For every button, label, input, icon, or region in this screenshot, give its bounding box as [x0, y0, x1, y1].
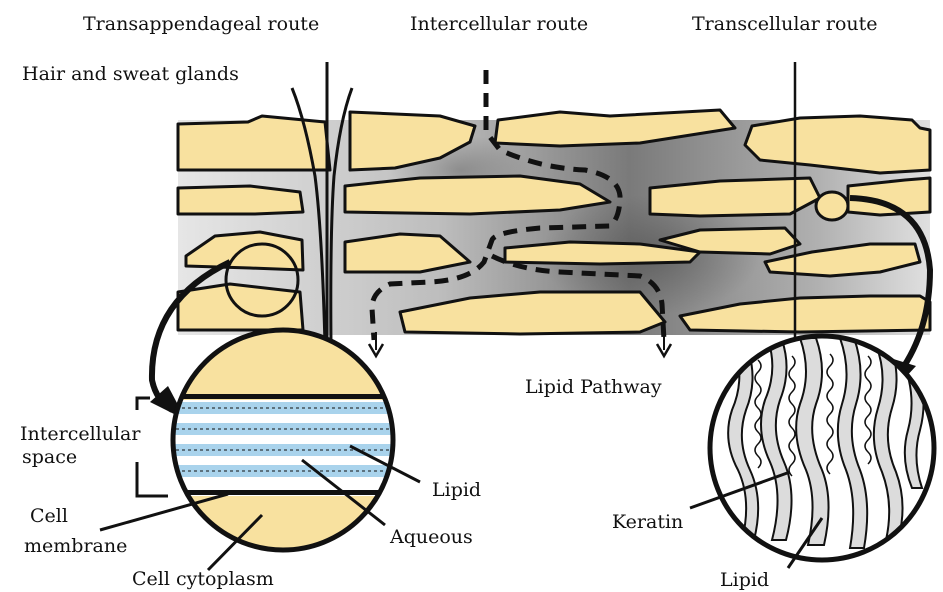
- transcellular-route-label: Transcellular route: [692, 13, 878, 35]
- intercellular-space-bracket: [137, 398, 150, 410]
- corneocyte-cell: [178, 186, 303, 214]
- membrane-top: [170, 394, 400, 399]
- magnified-intercellular-view: [100, 325, 420, 570]
- lipid-right-label: Lipid: [720, 569, 769, 591]
- cytoplasm-bottom: [170, 496, 400, 556]
- cell-membrane-label-line1: Cell: [30, 505, 68, 527]
- magnify-source-right: [816, 192, 848, 220]
- lipid-pathway-label: Lipid Pathway: [525, 376, 662, 398]
- hair-sweat-glands-label: Hair and sweat glands: [22, 63, 239, 85]
- membrane-bottom: [170, 490, 400, 495]
- corneocyte-cell: [345, 176, 610, 214]
- aqueous-band: [170, 456, 400, 465]
- intercellular-space-label-line2: space: [22, 446, 77, 468]
- aqueous-band: [170, 477, 400, 486]
- intercellular-route-label: Intercellular route: [410, 13, 588, 35]
- intercellular-space-label-line1: Intercellular: [20, 423, 141, 445]
- aqueous-band: [170, 435, 400, 444]
- aqueous-band: [170, 414, 400, 423]
- transappendageal-route-label: Transappendageal route: [83, 13, 319, 35]
- keratin-label: Keratin: [612, 511, 683, 533]
- intercellular-space-bracket: [137, 462, 168, 496]
- aqueous-label: Aqueous: [389, 526, 473, 548]
- lipid-left-label: Lipid: [432, 479, 481, 501]
- cell-membrane-label-line2: membrane: [24, 535, 127, 557]
- cell-cytoplasm-label: Cell cytoplasm: [132, 568, 274, 590]
